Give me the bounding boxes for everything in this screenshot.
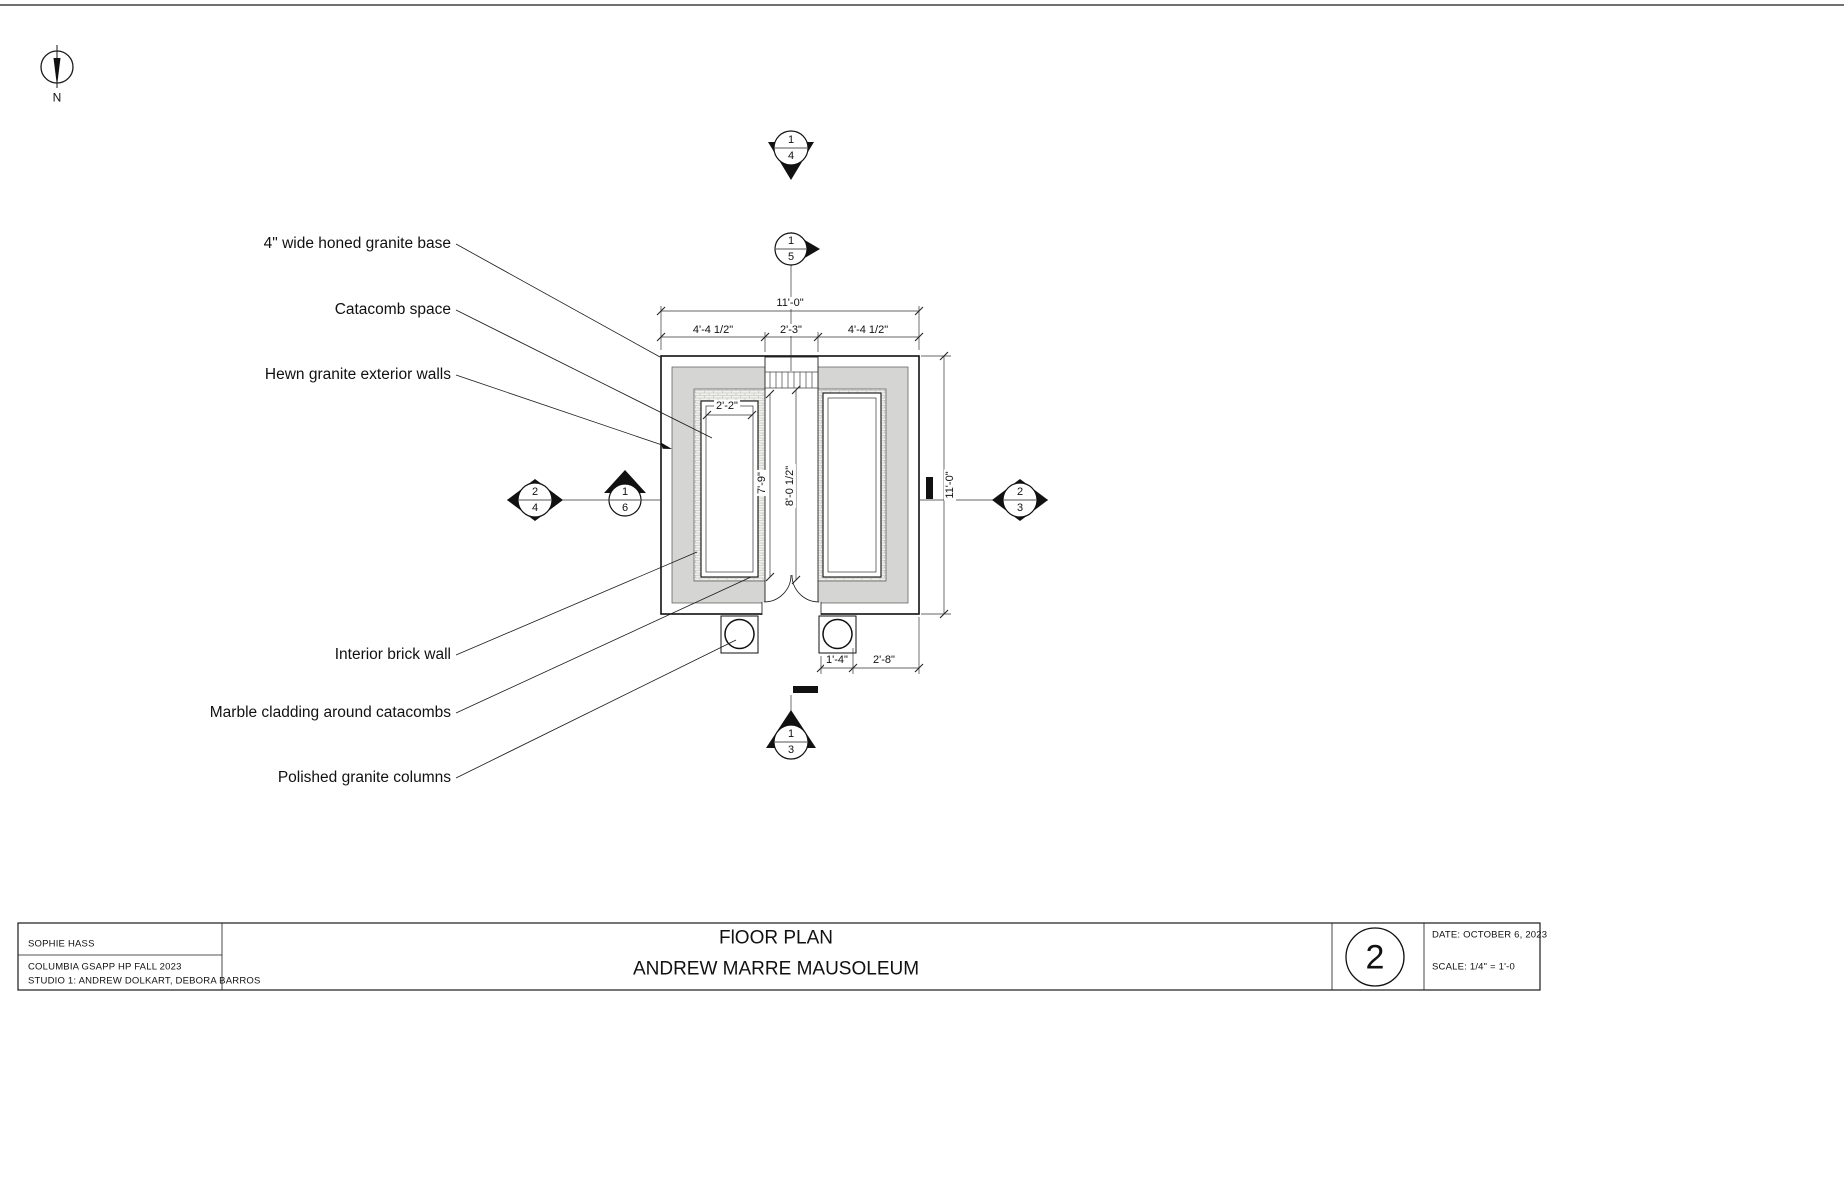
author-name: SOPHIE HASS — [28, 938, 95, 950]
marker-top-number: 1 — [787, 133, 795, 146]
sheet-number: 2 — [1365, 938, 1385, 977]
drawing-title: FlOOR PLAN — [718, 927, 834, 949]
marker-upper-sheet: 5 — [787, 250, 795, 263]
dim-column-spacing: 2'-8" — [871, 653, 897, 667]
dim-left-bay: 4'-4 1/2" — [690, 323, 736, 337]
title-block-frame — [17, 922, 1541, 991]
annotation-label-catacomb-space: Catacomb space — [334, 301, 451, 318]
dim-overall-width: 11'-0" — [774, 296, 806, 310]
annotation-label-marble-cladding: Marble cladding around catacombs — [209, 704, 451, 721]
marker-left-inner-sheet: 6 — [621, 501, 629, 514]
marker-bottom-number: 1 — [787, 727, 795, 740]
dim-column-offset: 1'-4" — [824, 653, 850, 667]
column-left — [724, 618, 755, 650]
section-cut-bar — [926, 477, 933, 499]
marker-right-number: 2 — [1016, 485, 1024, 498]
dim-center-bay: 2'-3" — [778, 323, 804, 337]
annotation-label-granite-base: 4" wide honed granite base — [263, 235, 451, 252]
marker-left-inner-number: 1 — [621, 485, 629, 498]
north-arrow-icon — [40, 45, 74, 88]
granite-columns — [720, 615, 857, 654]
program-name: COLUMBIA GSAPP HP FALL 2023 — [28, 961, 182, 973]
scale-label: SCALE: 1/4" = 1'-0 — [1432, 961, 1515, 973]
annotation-label-exterior-walls: Hewn granite exterior walls — [264, 366, 451, 383]
marker-right-sheet: 3 — [1016, 501, 1024, 514]
entry-doors — [761, 574, 822, 615]
sheet-number-circle — [1345, 927, 1405, 987]
dim-catacomb-width: 2'-2" — [714, 399, 740, 413]
dim-corridor-length: 8'-0 1/2" — [783, 463, 797, 509]
floor-plan — [660, 355, 933, 693]
marker-left-outer-sheet: 4 — [531, 501, 539, 514]
marker-upper-number: 1 — [787, 234, 795, 247]
dim-right-bay: 4'-4 1/2" — [845, 323, 891, 337]
marker-left-outer-number: 2 — [531, 485, 539, 498]
section-marker-top — [768, 130, 814, 180]
column-right — [822, 618, 853, 650]
marker-top-sheet: 4 — [787, 149, 795, 162]
project-name: ANDREW MARRE MAUSOLEUM — [632, 958, 920, 980]
date-label: DATE: OCTOBER 6, 2023 — [1432, 929, 1548, 941]
catacomb-left — [700, 400, 759, 578]
studio-credit: STUDIO 1: ANDREW DOLKART, DEBORA BARROS — [28, 975, 261, 987]
annotation-label-granite-columns: Polished granite columns — [277, 769, 451, 786]
catacomb-right — [822, 392, 882, 578]
callout-marker-upper — [774, 232, 820, 266]
annotation-label-brick-wall: Interior brick wall — [334, 646, 451, 663]
elevation-marker-left-outer — [507, 479, 563, 521]
elevation-marker-right — [992, 479, 1048, 521]
dim-catacomb-length: 7'-9" — [755, 470, 769, 496]
north-label: N — [52, 90, 62, 105]
threshold-cut-bar — [793, 686, 818, 693]
callout-marker-left-inner — [604, 470, 646, 517]
dim-overall-height: 11'-0" — [943, 469, 957, 501]
section-marker-bottom — [766, 710, 816, 760]
leader-lines — [455, 243, 752, 779]
marker-bottom-sheet: 3 — [787, 743, 795, 756]
